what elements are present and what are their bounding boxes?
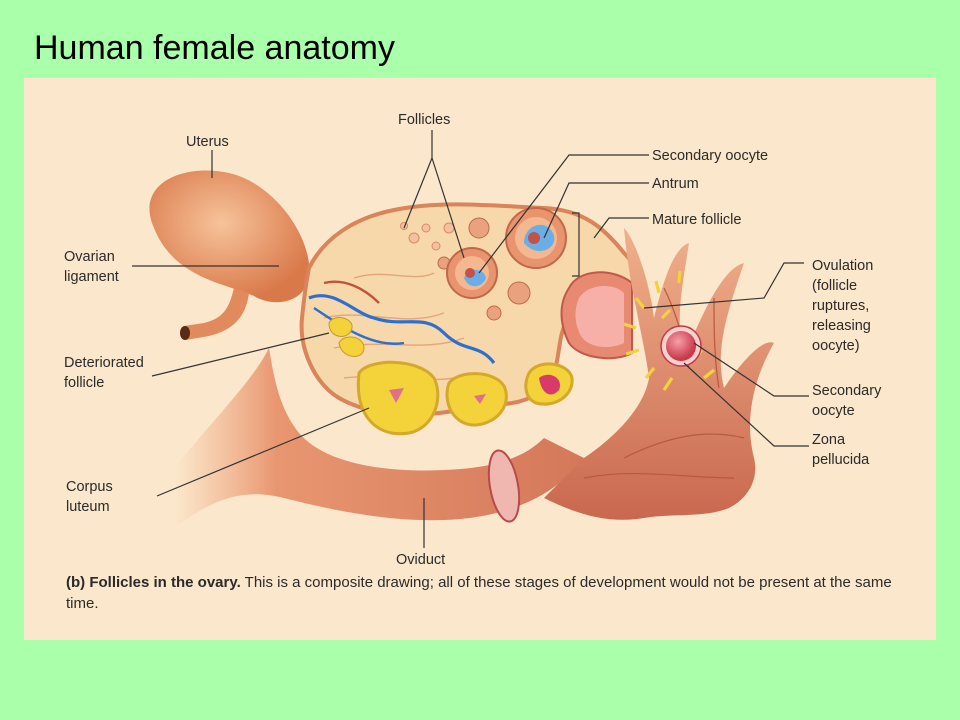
label-uterus: Uterus: [186, 134, 229, 150]
ovary-diagram: Uterus Follicles Secondary oocyte Antrum…: [64, 112, 885, 568]
label-ovulation: Ovulation (follicle ruptures, releasing …: [812, 258, 877, 354]
label-secondary-oocyte-right: Secondary oocyte: [812, 383, 885, 419]
mature-follicle-shape: [560, 271, 633, 360]
released-oocyte-shape: [623, 270, 715, 391]
fimbriae-shape: [487, 228, 774, 523]
caption: (b) Follicles in the ovary. This is a co…: [66, 572, 906, 614]
caption-bold: (b) Follicles in the ovary.: [66, 574, 241, 591]
label-corpus-luteum: Corpus luteum: [66, 479, 117, 515]
caption-text: This is a composite drawing; all of thes…: [66, 574, 892, 612]
label-antrum: Antrum: [652, 176, 699, 192]
corpus-luteum-shapes: [356, 360, 574, 436]
label-follicles: Follicles: [398, 112, 450, 128]
ovary-shape: [299, 202, 638, 436]
label-mature-follicle: Mature follicle: [652, 212, 741, 228]
diagram-panel: Uterus Follicles Secondary oocyte Antrum…: [24, 78, 936, 640]
label-ovarian-ligament: Ovarian ligament: [64, 249, 119, 285]
label-secondary-oocyte-top: Secondary oocyte: [652, 148, 768, 164]
label-oviduct: Oviduct: [396, 552, 445, 568]
leader-lines: [132, 130, 809, 548]
slide-title: Human female anatomy: [34, 29, 395, 67]
label-zona-pellucida: Zona pellucida: [812, 432, 870, 468]
uterus-shape: [149, 170, 310, 340]
label-deteriorated-follicle: Deteriorated follicle: [64, 355, 148, 391]
oviduct-shape: [174, 348, 584, 528]
